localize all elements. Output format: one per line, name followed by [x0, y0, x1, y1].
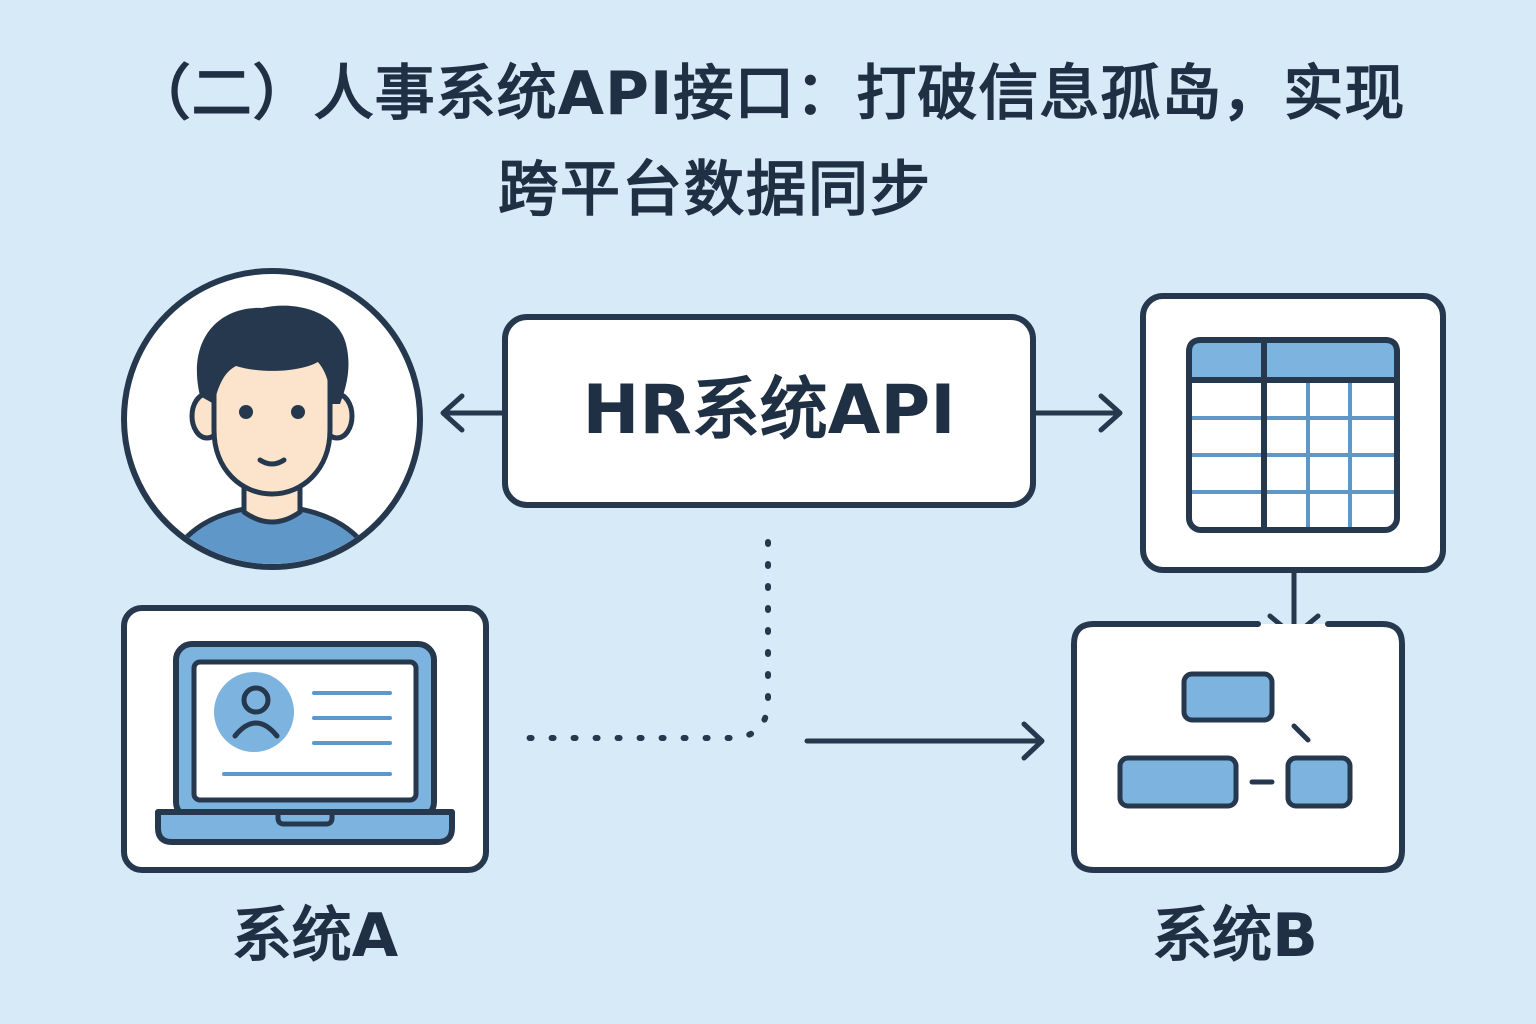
system-b-label: 系统B: [1152, 901, 1318, 971]
api-node-label: HR系统API: [582, 371, 956, 450]
flowchart-icon: [1071, 621, 1405, 873]
system-a-label: 系统A: [231, 901, 399, 971]
page-title-line-1: （二）人事系统API接口：打破信息孤岛，实现: [130, 59, 1406, 129]
page-title-line-2: 跨平台数据同步: [498, 155, 932, 225]
arrow-head-table: [1098, 393, 1123, 433]
api-node: [502, 314, 1036, 508]
arrow-head-user: [440, 393, 465, 433]
user-avatar-icon: [121, 268, 423, 570]
dotted-api-to-system-a: [519, 539, 771, 741]
laptop-profile-icon: [121, 605, 489, 873]
data-table-icon: [1140, 293, 1446, 573]
arrow-head-system-b: [1021, 721, 1045, 761]
